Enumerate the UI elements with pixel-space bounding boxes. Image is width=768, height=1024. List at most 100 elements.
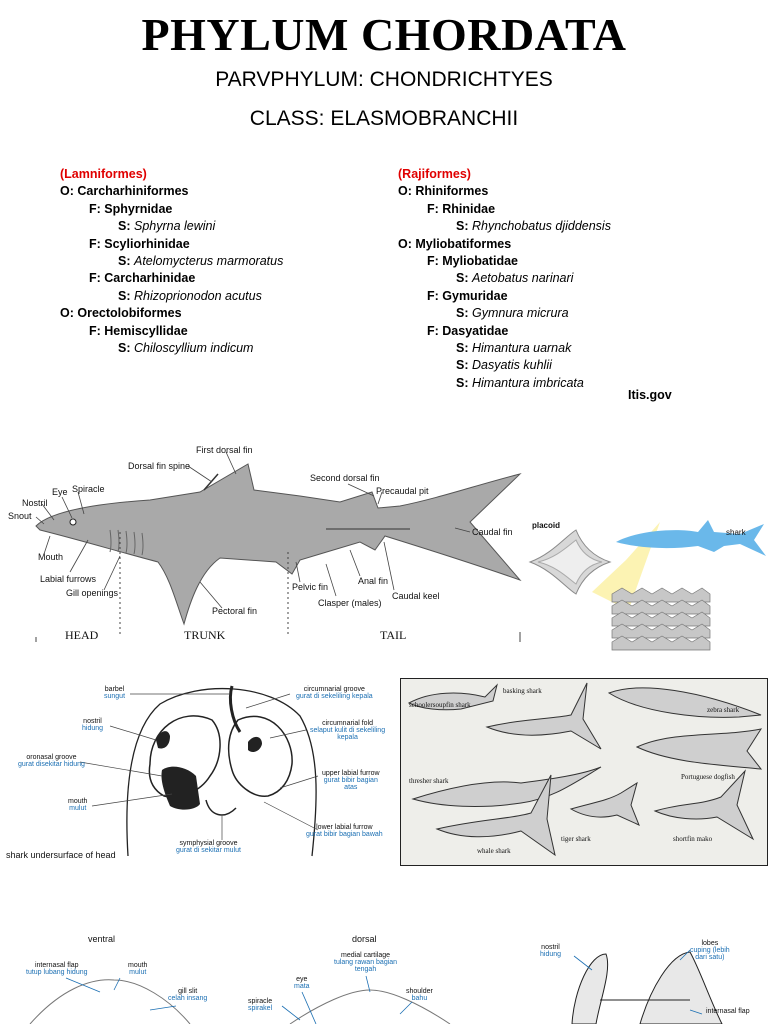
page-title: PHYLUM CHORDATA xyxy=(141,9,627,60)
label-shortfin-mako: shortfin mako xyxy=(673,835,713,843)
taxon-name: F: Myliobatidae xyxy=(427,254,518,269)
shark-types-sketches xyxy=(407,682,763,857)
species-name: Himantura imbricata xyxy=(471,375,584,390)
taxon-row: F: Dasyatidae xyxy=(398,323,611,340)
label-precaudal-pit: Precaudal pit xyxy=(376,486,429,496)
taxon-row: F: Gymuridae xyxy=(398,288,611,305)
scale-rows xyxy=(611,587,711,651)
taxon-name: O: Carcharhiniformes xyxy=(60,184,189,199)
species-prefix: S: xyxy=(118,254,131,269)
label-zebra-shark: zebra shark xyxy=(707,706,740,714)
head-underside-illustration xyxy=(79,685,319,857)
barbel-line xyxy=(228,685,242,733)
taxon-row: O: Myliobatiformes xyxy=(398,236,611,253)
schooner-shark-sketch xyxy=(407,683,498,711)
taxon-name: F: Hemiscyllidae xyxy=(89,323,188,338)
right-nostril-dark xyxy=(248,736,262,752)
label-shark: shark xyxy=(726,528,746,537)
taxon-row: S: Gymnura micrura xyxy=(398,305,611,322)
taxon-name: F: Scyliorhinidae xyxy=(89,236,190,251)
label-anal-fin: Anal fin xyxy=(358,576,389,586)
label-portuguese-dogfish: Portuguese dogfish xyxy=(681,773,735,781)
taxon-row: F: Carcharhinidae xyxy=(60,270,283,287)
species-prefix: S: xyxy=(456,375,469,390)
taxon-row: S: Himantura uarnak xyxy=(398,340,611,357)
taxon-row: F: Sphyrnidae xyxy=(60,201,283,218)
label-mouth: Mouth xyxy=(38,552,64,562)
source-label: Itis.gov xyxy=(628,388,672,402)
thresher-shark-sketch xyxy=(411,766,602,807)
species-name: Chiloscyllium indicum xyxy=(133,341,254,356)
label-head-region: HEAD xyxy=(65,628,99,642)
label-first-dorsal-fin: First dorsal fin xyxy=(196,445,253,455)
shark-body xyxy=(35,463,522,626)
label-caudal-keel: Caudal keel xyxy=(392,591,440,601)
group-heading: (Lamniformes) xyxy=(60,167,147,181)
taxon-name: F: Carcharhinidae xyxy=(89,271,196,286)
species-prefix: S: xyxy=(456,306,469,321)
label-whale-shark: whale shark xyxy=(477,847,511,855)
label-ventral: ventral xyxy=(88,934,116,944)
taxon-name: F: Sphyrnidae xyxy=(89,201,173,216)
taxon-row: S: Chiloscyllium indicum xyxy=(60,340,283,357)
placoid-scale-illustration xyxy=(528,520,766,651)
taxon-name: O: Rhiniformes xyxy=(398,184,489,199)
species-name: Aetobatus narinari xyxy=(471,271,574,286)
shark-gill-lines xyxy=(109,529,144,556)
head-outline xyxy=(126,688,317,857)
label-trunk-region: TRUNK xyxy=(184,628,226,642)
label-clasper: Clasper (males) xyxy=(318,598,382,608)
symphysial-curve xyxy=(205,799,237,816)
shark-eye xyxy=(69,518,77,526)
taxon-row: F: Rhinidae xyxy=(398,201,611,218)
shortfin-mako-sketch xyxy=(653,769,755,841)
taxon-name: O: Myliobatiformes xyxy=(398,236,512,251)
portuguese-dogfish-sketch xyxy=(635,728,763,770)
shark-dorsal-spine xyxy=(203,473,219,491)
species-prefix: S: xyxy=(456,219,469,234)
label-tail-region: TAIL xyxy=(380,628,407,642)
species-name: Sphyrna lewini xyxy=(133,219,216,234)
label-caudal-fin: Caudal fin xyxy=(472,527,513,537)
taxon-name: O: Orectolobiformes xyxy=(60,306,182,321)
zebra-shark-sketch xyxy=(607,687,762,718)
bottom-diagram-lines xyxy=(29,949,723,1024)
placoid-scale-figure: placoid shark xyxy=(528,510,768,660)
label-nostril: Nostril xyxy=(22,498,48,508)
species-prefix: S: xyxy=(456,358,469,373)
taxon-row: (Rajiformes) xyxy=(398,166,611,183)
species-prefix: S: xyxy=(118,219,131,234)
taxon-name: F: Rhinidae xyxy=(427,201,496,216)
parvphylum-heading: PARVPHYLUM: CHONDRICHTYES xyxy=(215,68,553,91)
species-prefix: S: xyxy=(118,288,131,303)
taxon-row: F: Hemiscyllidae xyxy=(60,323,283,340)
taxon-row: S: Aetobatus narinari xyxy=(398,270,611,287)
taxon-row: O: Carcharhiniformes xyxy=(60,183,283,200)
species-name: Gymnura micrura xyxy=(471,306,569,321)
dorsal-head-outline xyxy=(289,989,451,1024)
label-eye: Eye xyxy=(52,487,68,497)
taxon-row: F: Myliobatidae xyxy=(398,253,611,270)
label-second-dorsal-fin: Second dorsal fin xyxy=(310,473,380,483)
label-dorsal-fin-spine: Dorsal fin spine xyxy=(128,461,191,471)
mouth-shape xyxy=(161,766,200,810)
taxonomy-left-column: (Lamniformes) O: Carcharhiniformes F: Sphy… xyxy=(60,166,283,357)
class-heading: CLASS: ELASMOBRANCHII xyxy=(249,107,519,130)
label-tiger-shark: tiger shark xyxy=(561,835,591,843)
